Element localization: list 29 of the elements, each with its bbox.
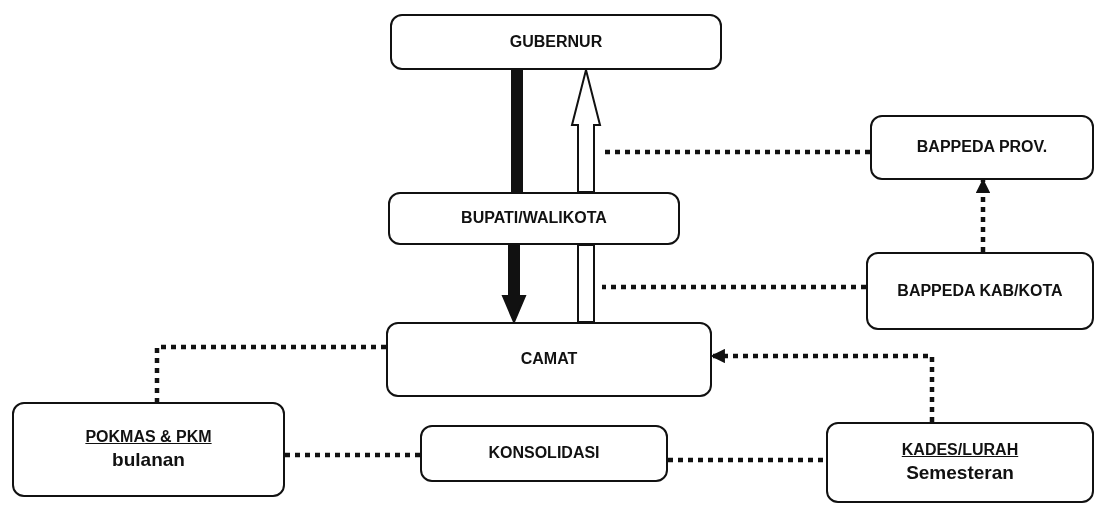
- rounded-box: [420, 425, 668, 482]
- arrow: [975, 178, 991, 252]
- rounded-box: [386, 322, 712, 397]
- connector-line: [668, 457, 826, 463]
- box-heading: KADES/LURAH: [901, 439, 1019, 460]
- block-arrow: [577, 244, 595, 323]
- box-label: BAPPEDA KAB/KOTA: [897, 280, 1063, 301]
- box-label: bulanan: [112, 447, 185, 472]
- rounded-box: [390, 14, 722, 70]
- box-label: CAMAT: [520, 349, 578, 370]
- box-label: Semesteran: [906, 460, 1014, 485]
- connector-line: [154, 344, 386, 402]
- connector-line: [602, 284, 866, 290]
- rounded-box: [826, 422, 1094, 503]
- box-heading: POKMAS & PKM: [85, 426, 212, 447]
- block-arrow: [570, 69, 602, 193]
- rounded-box: [870, 115, 1094, 180]
- rounded-box: [388, 192, 680, 245]
- block-arrow: [501, 244, 527, 325]
- rounded-box: [12, 402, 285, 497]
- box-label: KONSOLIDASI: [488, 443, 600, 464]
- rounded-box: [866, 252, 1094, 330]
- block-arrow: [511, 69, 523, 193]
- box-label: BAPPEDA PROV.: [916, 137, 1048, 158]
- arrow: [710, 348, 935, 422]
- connector-line: [602, 149, 870, 155]
- box-label: BUPATI/WALIKOTA: [461, 208, 607, 229]
- connector-line: [285, 452, 420, 458]
- box-label: GUBERNUR: [509, 31, 603, 52]
